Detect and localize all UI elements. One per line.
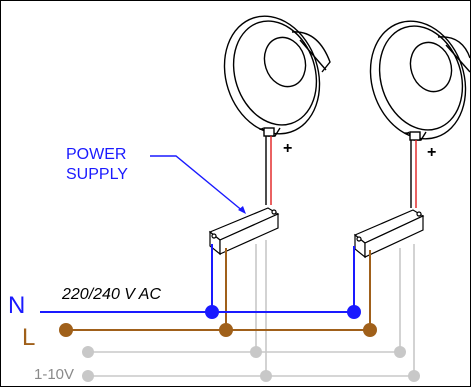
voltage-label: 220/240 V AC	[62, 286, 162, 303]
plus-label-right: +	[427, 144, 437, 161]
dc-wires-right	[410, 140, 417, 208]
power-supply-leader	[150, 155, 245, 213]
downlight-left	[223, 15, 331, 137]
plus-label-left: +	[283, 140, 293, 157]
dc-wires-left	[265, 136, 272, 205]
live-label: L	[22, 324, 36, 351]
neutral-junctions	[205, 305, 361, 319]
neutral-wire	[40, 244, 355, 313]
live-junctions	[59, 323, 377, 337]
dimming-wires	[88, 240, 415, 377]
driver-box-right	[353, 209, 425, 259]
driver-box-left	[208, 207, 280, 256]
dimming-label: 1-10V	[34, 366, 75, 383]
power-supply-label-line2: SUPPLY	[66, 166, 128, 183]
power-supply-arrowhead	[238, 206, 246, 214]
downlight-right	[369, 20, 471, 141]
neutral-label: N	[8, 292, 26, 319]
power-supply-label-line1: POWER	[66, 146, 127, 163]
minus-label-right: -	[404, 124, 409, 140]
minus-label-left: -	[259, 120, 264, 136]
dimming-junctions	[82, 346, 420, 382]
live-wire	[66, 248, 371, 331]
